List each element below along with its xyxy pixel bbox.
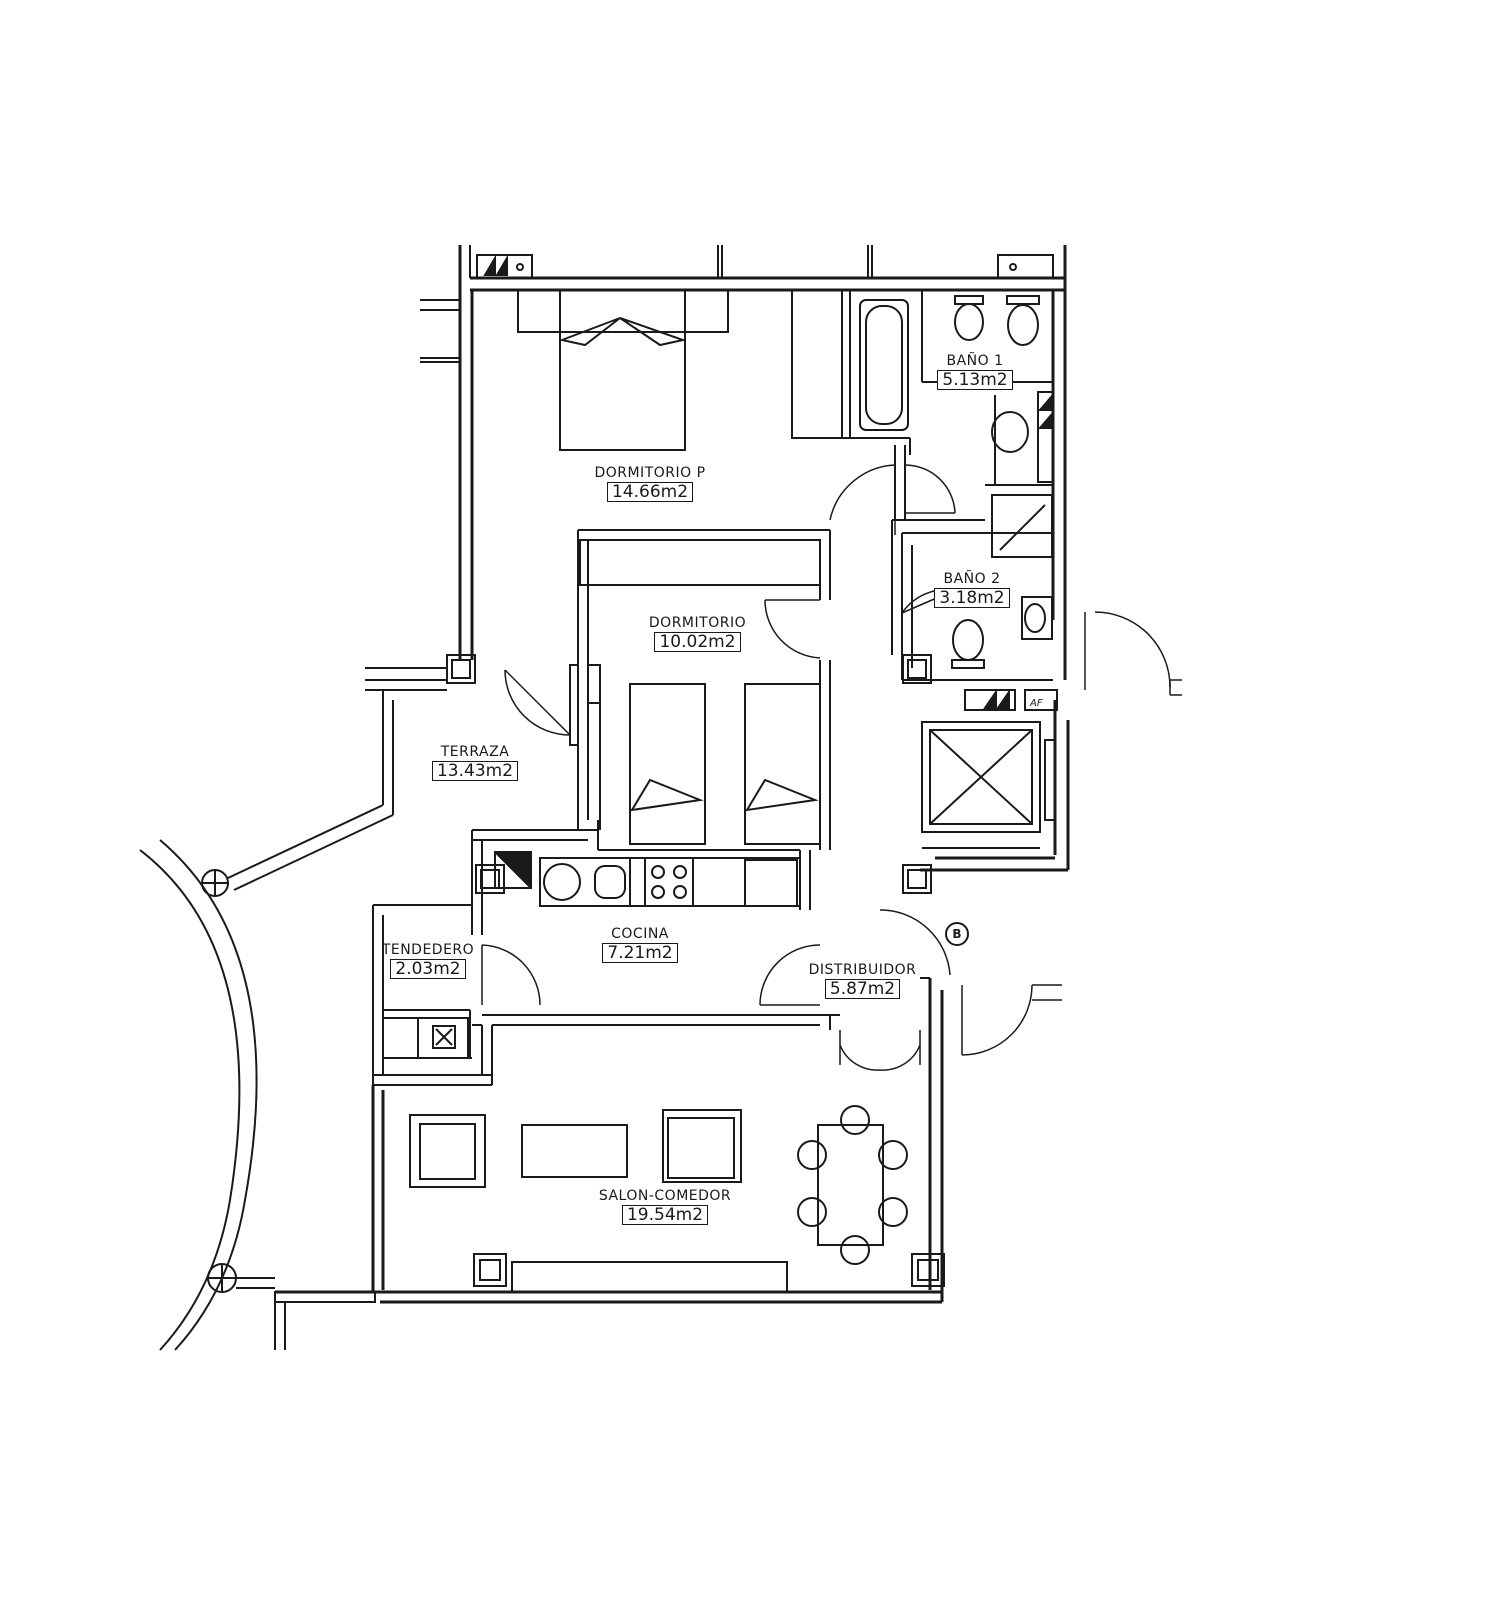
- shaft-bano-2: [964, 688, 1058, 711]
- salon-furniture: [409, 1105, 908, 1293]
- site-boundary-curve: [139, 839, 376, 1351]
- room-name: COCINA: [611, 926, 669, 942]
- room-area: 5.13m2: [937, 370, 1013, 390]
- room-name: TERRAZA: [440, 744, 510, 760]
- room-name: DORMITORIO: [648, 615, 747, 631]
- room-label-cocina: COCINA 7.21m2: [585, 927, 695, 963]
- room-name: DORMITORIO P: [594, 465, 706, 481]
- room-area: 19.54m2: [621, 1205, 709, 1225]
- room-label-tendedero: TENDEDERO 2.03m2: [378, 943, 478, 979]
- room-label-terraza: TERRAZA 13.43m2: [420, 745, 530, 781]
- corridor-walls: [820, 445, 985, 1016]
- lift-shaft: [921, 721, 1056, 849]
- room-name: BAÑO 1: [946, 353, 1004, 369]
- room-name: BAÑO 2: [943, 571, 1001, 587]
- bedroom-balcony-rail: [420, 299, 460, 363]
- room-label-bano-1: BAÑO 1 5.13m2: [925, 354, 1025, 390]
- kitchen-walls: [471, 820, 831, 1030]
- bano-1-fixtures: [849, 290, 1054, 485]
- room-area: 5.87m2: [824, 979, 901, 999]
- terrace-rail: [201, 667, 447, 897]
- room-area: 7.21m2: [602, 943, 678, 963]
- room-label-distribuidor: DISTRIBUIDOR 5.87m2: [800, 963, 925, 999]
- tendedero-walls: [372, 904, 493, 1086]
- room-label-salon-comedor: SALON-COMEDOR 19.54m2: [585, 1189, 745, 1225]
- bedroom-2-walls: [569, 529, 831, 850]
- meter-label: AF: [1029, 698, 1043, 709]
- vent-shaft-top-left: [476, 254, 533, 279]
- master-bed: [517, 289, 729, 451]
- room-area: 14.66m2: [606, 482, 694, 502]
- room-name: TENDEDERO: [381, 942, 475, 958]
- room-name: DISTRIBUIDOR: [808, 962, 917, 978]
- room-name: SALON-COMEDOR: [598, 1188, 732, 1204]
- room-area: 2.03m2: [390, 959, 466, 979]
- room-label-dormitorio: DORMITORIO 10.02m2: [640, 616, 755, 652]
- room-label-bano-2: BAÑO 2 3.18m2: [922, 572, 1022, 608]
- section-marker-b: B: [945, 922, 969, 946]
- room-area: 13.43m2: [431, 761, 519, 781]
- room-label-dormitorio-p: DORMITORIO P 14.66m2: [585, 466, 715, 502]
- top-windows: [469, 245, 873, 278]
- twin-beds: [629, 683, 821, 845]
- structural-columns: [446, 654, 945, 1287]
- room-area: 3.18m2: [934, 588, 1010, 608]
- room-area: 10.02m2: [654, 632, 741, 652]
- kitchen-appliances: [494, 851, 800, 907]
- vent-shaft-top-right: [997, 254, 1054, 279]
